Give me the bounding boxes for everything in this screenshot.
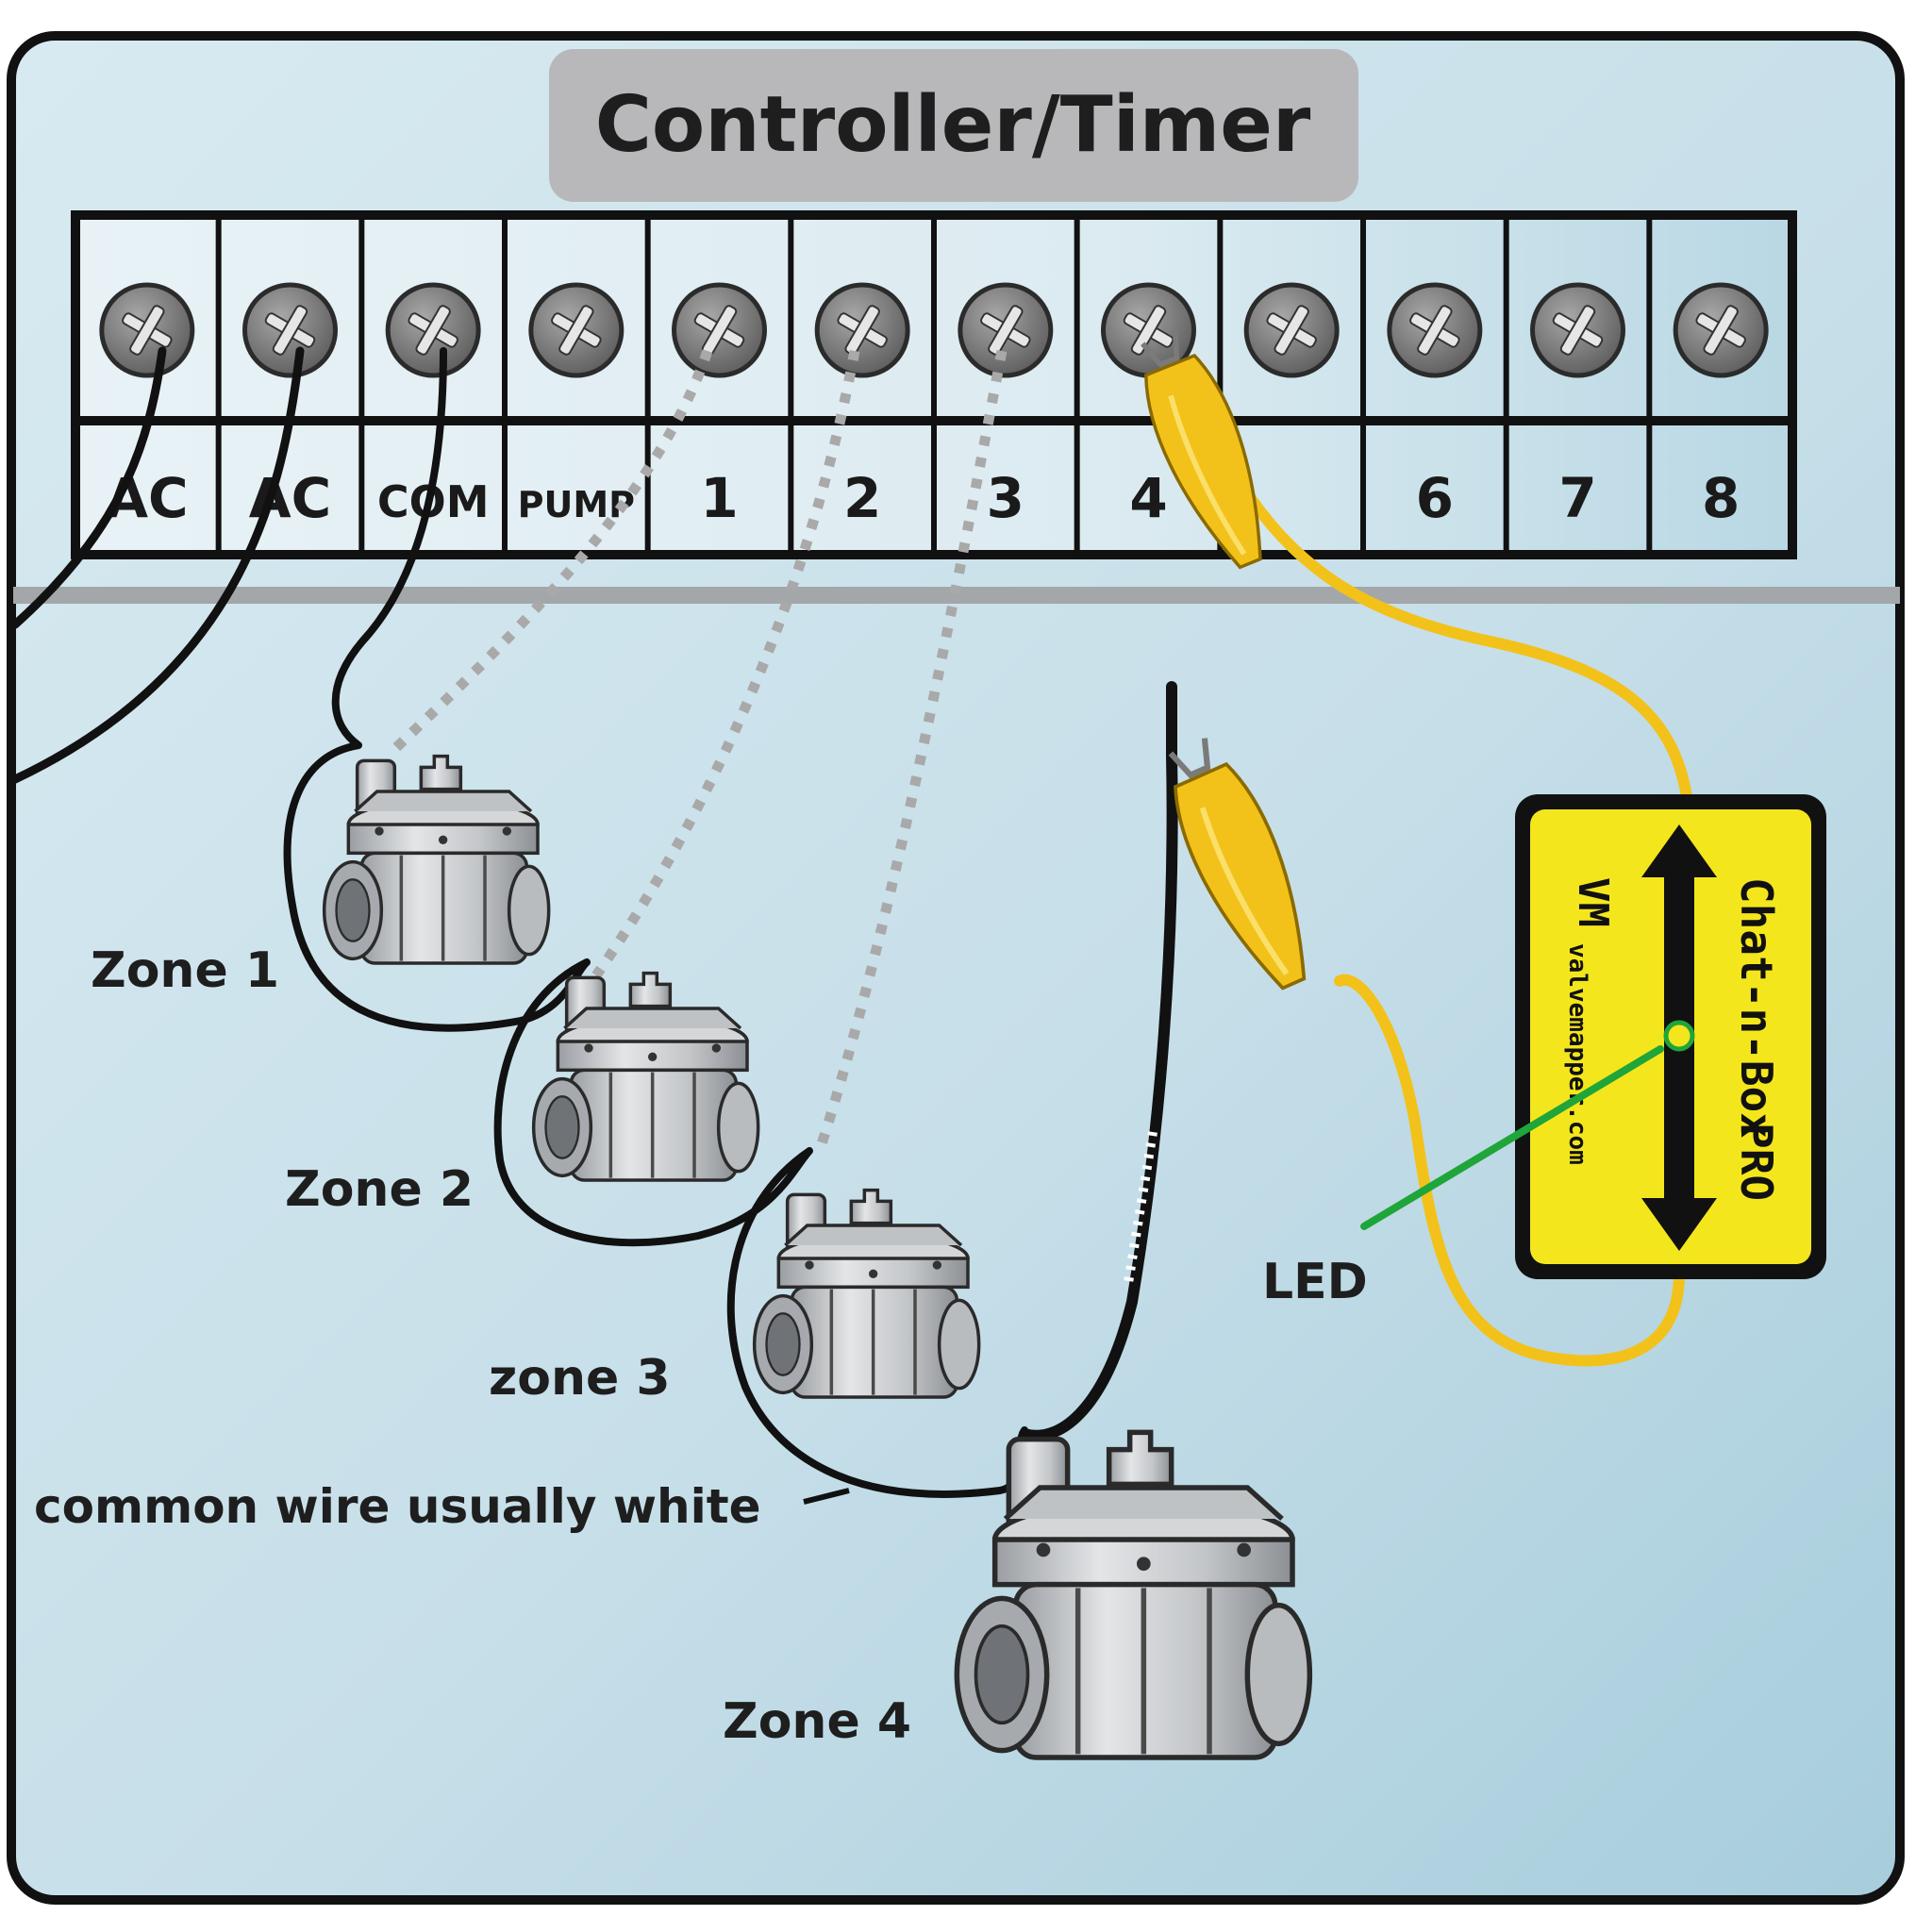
common-wire (283, 347, 1028, 1498)
terminal-5: 1 (672, 282, 767, 530)
diagram-title: Controller/Timer (595, 80, 1311, 170)
terminal-2: AC (242, 282, 338, 530)
title-box (549, 49, 1358, 202)
device-logo-icon: VM (1569, 877, 1617, 927)
ac-wire-2 (10, 346, 305, 784)
terminal-7: 3 (958, 282, 1054, 530)
terminal-label: 6 (1416, 466, 1454, 530)
terminal-1: AC (99, 282, 195, 530)
terminal-11: 7 (1530, 282, 1625, 530)
terminal-10: 6 (1387, 282, 1483, 530)
common-wire-label: common wire usually white (34, 1479, 761, 1534)
terminal-9 (1243, 282, 1340, 378)
terminal-label: PUMP (518, 484, 635, 525)
terminal-label: 1 (700, 466, 738, 530)
terminal-label: 2 (843, 466, 881, 530)
zone1-wire (385, 349, 713, 758)
terminal-4: PUMP (518, 282, 635, 525)
zone4-wire-stripe (1124, 1131, 1158, 1284)
led-label: LED (1262, 1254, 1368, 1310)
device-model: PRO (1731, 1123, 1782, 1201)
led-indicator-icon (1663, 1020, 1695, 1052)
chat-n-box-device: valve wire controller Chat-n-Box PRO val… (1515, 794, 1826, 1279)
terminal-label: 4 (1129, 466, 1167, 530)
ac-wire-1 (10, 346, 167, 629)
led-pointer-line (1360, 1045, 1664, 1230)
valve-lead (1334, 974, 1685, 1367)
zone3-label: zone 3 (489, 1350, 671, 1407)
device-brand: Chat-n-Box (1731, 877, 1782, 1139)
device-website: valvemapper.com (1563, 943, 1591, 1165)
terminal-8: 4 (1101, 282, 1196, 530)
controller-lead (1211, 438, 1694, 817)
terminal-12: 8 (1673, 282, 1769, 530)
arrow-label-valve-wire: valve wire (1662, 849, 1695, 1020)
zone4-wire (1019, 681, 1178, 1441)
zone4-label: Zone 4 (723, 1693, 911, 1750)
common-wire-pointer (803, 1488, 850, 1505)
terminal-label: 3 (987, 466, 1024, 530)
zone3-wire (813, 349, 1008, 1155)
terminal-label: 8 (1702, 466, 1740, 530)
terminal-label: 7 (1558, 466, 1596, 530)
divider-bar (13, 587, 1900, 604)
terminal-3: COM (377, 282, 489, 527)
terminal-6: 2 (814, 282, 910, 530)
zone1-label: Zone 1 (91, 942, 279, 999)
zone2-label: Zone 2 (285, 1161, 474, 1218)
arrow-label-controller: controller (1662, 1064, 1695, 1235)
zone2-wire (591, 349, 860, 979)
